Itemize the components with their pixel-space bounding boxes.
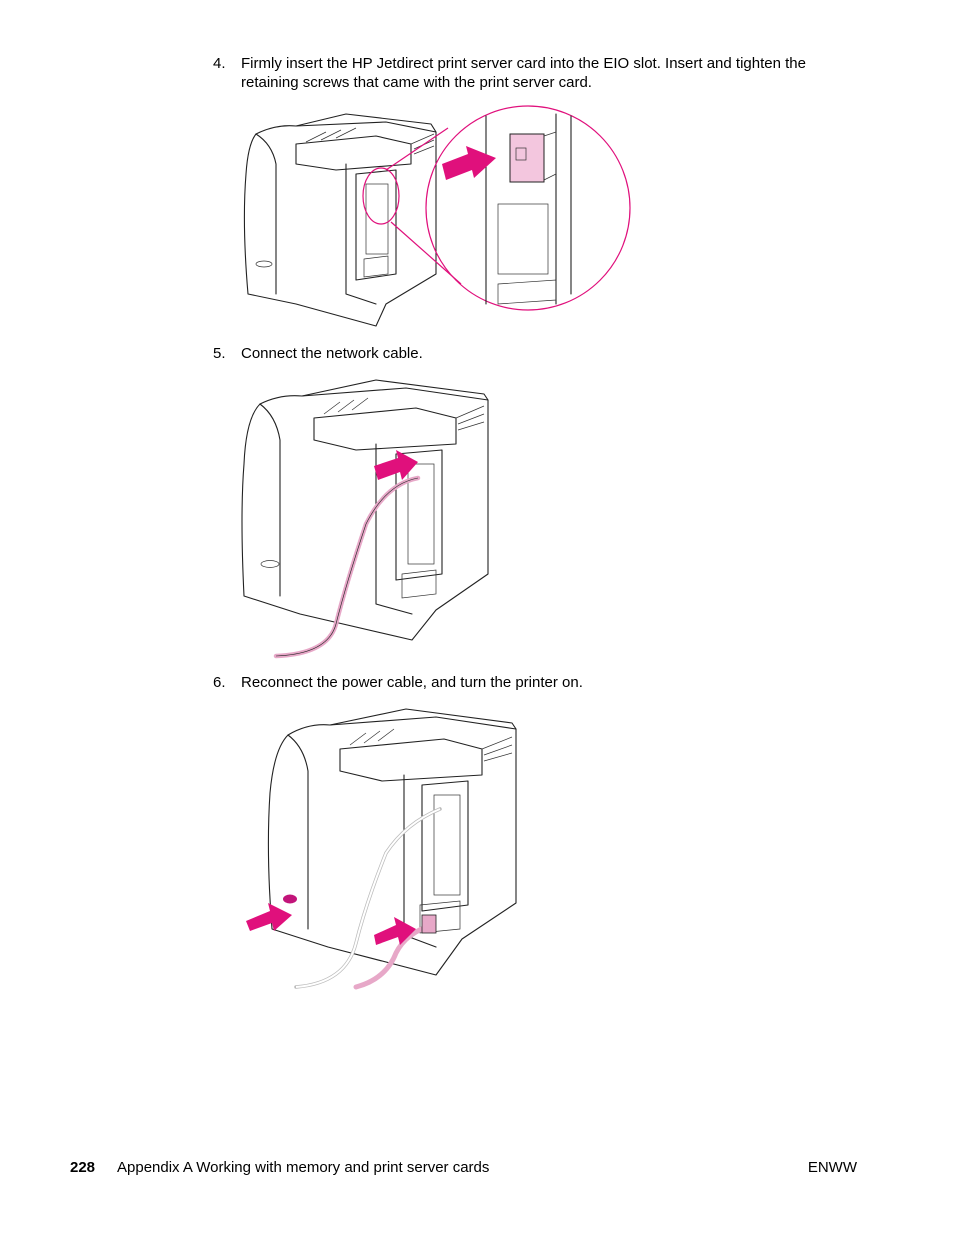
chapter-title: Appendix A Working with memory and print… [117, 1159, 490, 1176]
step-number: 6. [213, 674, 226, 691]
footer-right-label: ENWW [807, 1159, 857, 1176]
printer-illustration-insert-card [243, 105, 631, 327]
step-text: Firmly insert the HP Jetdirect print ser… [241, 55, 806, 91]
step-text: Connect the network cable. [241, 345, 423, 362]
printer-illustration-network-cable [241, 379, 489, 659]
step-number: 4. [213, 55, 226, 72]
figure-network-cable [236, 374, 498, 664]
figure-power-cable [236, 703, 526, 995]
step-text: Reconnect the power cable, and turn the … [241, 674, 583, 691]
page-number: 228 [70, 1159, 96, 1176]
figure-insert-card [236, 104, 632, 330]
printer-illustration-power-cable [246, 708, 517, 990]
step-number: 5. [213, 345, 226, 362]
